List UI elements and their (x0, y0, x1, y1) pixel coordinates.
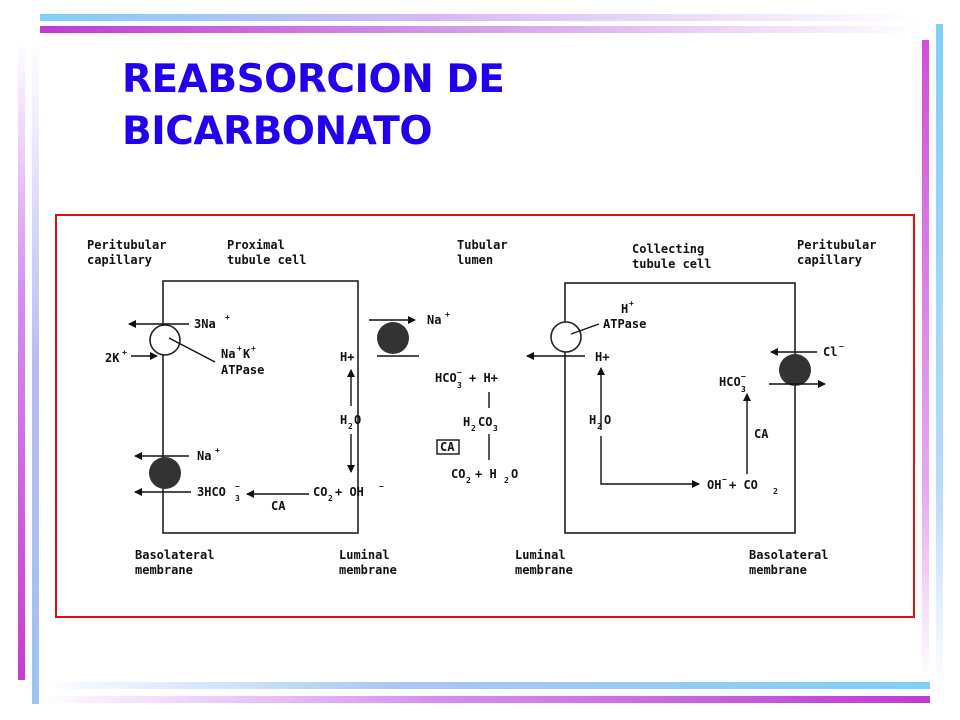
decorative-bar-bottom (40, 696, 930, 703)
capillary-right-label: capillary (797, 253, 862, 267)
hco3-collecting-sub: 3 (741, 385, 746, 394)
decorative-bar-top (40, 26, 920, 33)
oh-proximal-label: + OH (335, 485, 364, 499)
basolateral-right-label: Basolateral (749, 548, 828, 562)
collecting-tubule-cell: Collecting tubule cell Peritubular capil… (515, 238, 876, 577)
basolateral-label: Basolateral (135, 548, 214, 562)
h-collecting-label: H+ (595, 350, 609, 364)
k2-charge: + (122, 348, 127, 357)
decorative-bar-right (922, 40, 929, 680)
hco3-collecting-charge: − (741, 372, 746, 381)
h2o-collecting-sub: 2 (597, 422, 602, 431)
h-lumen-label: + H+ (469, 371, 498, 385)
na-hco3-cotransporter-icon (149, 457, 181, 489)
h2co3-sub: 2 (471, 424, 476, 433)
h2co3-sub-3: 3 (493, 424, 498, 433)
h-pump-label: H (621, 302, 628, 316)
na-luminal-label: Na (427, 313, 441, 327)
tubule-cell-label: tubule cell (227, 253, 306, 267)
basolateral-right-membrane-label: membrane (749, 563, 807, 577)
h2o-proximal-o: O (354, 413, 361, 427)
decorative-bar-top (40, 14, 920, 21)
peritubular-right-label: Peritubular (797, 238, 876, 252)
hco3-3-sub: 3 (235, 494, 240, 503)
peritubular-label: Peritubular (87, 238, 166, 252)
na-k-atpase-pump-icon (149, 324, 181, 356)
diagram-frame: Peritubular capillary Proximal tubule ce… (55, 214, 915, 618)
co2-lumen-label: CO (451, 467, 465, 481)
bicarbonate-diagram: Peritubular capillary Proximal tubule ce… (87, 238, 876, 577)
tubular-label: Tubular (457, 238, 508, 252)
luminal-label: Luminal (339, 548, 390, 562)
luminal-right-label: Luminal (515, 548, 566, 562)
proximal-tubule-cell: Peritubular capillary Proximal tubule ce… (87, 238, 450, 577)
h2o-lumen-sub: 2 (504, 476, 509, 485)
na-basolateral-charge: + (215, 446, 220, 455)
k2-label: 2K (105, 351, 120, 365)
h2o-proximal-sub: 2 (348, 422, 353, 431)
oh-collecting-label: OH (707, 478, 721, 492)
h-luminal-label: H+ (340, 350, 354, 364)
h-pump-charge: + (629, 299, 634, 308)
na-luminal-charge: + (445, 310, 450, 319)
luminal-membrane-label: membrane (339, 563, 397, 577)
collecting-tubule-cell-label: tubule cell (632, 257, 711, 271)
title-line-2: BICARBONATO (122, 109, 433, 154)
co2-collecting-sub: 2 (773, 487, 778, 496)
decorative-bar-right (936, 24, 943, 688)
decorative-bar-left (18, 40, 25, 680)
hco3-3-label: 3HCO (197, 485, 226, 499)
ca-lumen-label: CA (440, 440, 455, 454)
ca-proximal-label: CA (271, 499, 286, 513)
co2-proximal-sub: 2 (328, 494, 333, 503)
oh-collecting-charge: − (722, 475, 727, 484)
tubular-lumen: Tubular lumen HCO 3 − + H+ H H 2 CO 3 CA… (435, 238, 518, 485)
hco3-lumen-sub: 3 (457, 381, 462, 390)
h2co3-co-label: CO (478, 415, 492, 429)
lumen-label: lumen (457, 253, 493, 267)
page-title: REABSORCION DE BICARBONATO (122, 54, 722, 158)
hco3-3-charge: − (235, 482, 240, 491)
proximal-cell-wall (162, 280, 359, 534)
na-h-exchanger-icon (377, 322, 409, 354)
co2-lumen-sub: 2 (466, 476, 471, 485)
h-atpase-label: ATPase (603, 317, 646, 331)
oh-proximal-charge: − (379, 482, 384, 491)
co2-proximal-label: CO (313, 485, 327, 499)
h2o-proximal-label: H (340, 413, 347, 427)
co2-collecting-label: + CO (729, 478, 758, 492)
hco3-lumen-label: HCO (435, 371, 457, 385)
capillary-label: capillary (87, 253, 152, 267)
hco3-collecting-label: HCO (719, 375, 741, 389)
atpase-na-label: Na (221, 347, 235, 361)
ca-enzyme-box (436, 439, 460, 455)
h2co3-label: H (463, 415, 470, 429)
decorative-bar-bottom (40, 682, 930, 689)
cl-hco3-exchanger-icon (779, 354, 811, 386)
na3-charge: + (225, 313, 230, 322)
title-line-1: REABSORCION DE (122, 57, 505, 102)
cl-charge: − (839, 342, 844, 351)
atpase-k-label: K (243, 347, 251, 361)
cl-label: Cl (823, 345, 837, 359)
na3-label: 3Na (194, 317, 216, 331)
hco3-lumen-charge: − (457, 368, 462, 377)
atpase-na-charge: + (237, 344, 242, 353)
ca-collecting-label: CA (754, 427, 769, 441)
h2o-collecting-o: O (604, 413, 611, 427)
decorative-bar-left (32, 40, 39, 704)
collecting-label: Collecting (632, 242, 704, 256)
h-atpase-pump-icon (550, 321, 582, 353)
collecting-cell-wall (564, 282, 796, 534)
h2o-lumen-o: O (511, 467, 518, 481)
h2o-lumen-label: + H (475, 467, 497, 481)
proximal-label: Proximal (227, 238, 285, 252)
h2o-collecting-label: H (589, 413, 596, 427)
atpase-label: ATPase (221, 363, 264, 377)
basolateral-membrane-label: membrane (135, 563, 193, 577)
atpase-k-charge: + (251, 344, 256, 353)
na-basolateral-label: Na (197, 449, 211, 463)
luminal-right-membrane-label: membrane (515, 563, 573, 577)
